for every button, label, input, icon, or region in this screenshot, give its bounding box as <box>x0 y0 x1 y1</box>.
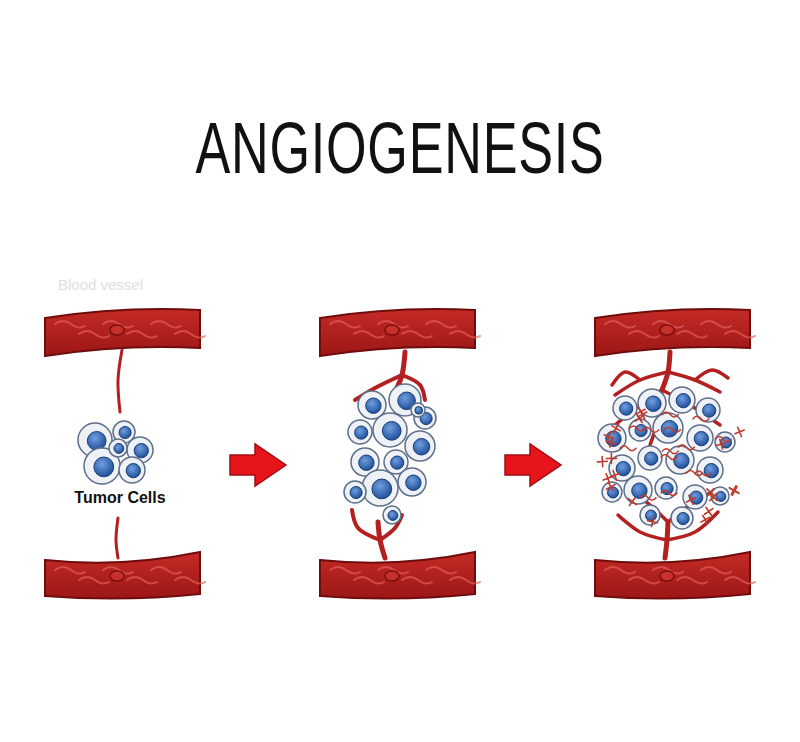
step-arrows <box>230 444 561 486</box>
tumor-cell <box>411 403 425 417</box>
tumor-cell <box>655 477 677 499</box>
tumor-cell <box>683 485 707 509</box>
tumor-cell <box>398 468 426 496</box>
blood-vessel <box>595 552 755 599</box>
cell-label: Tumor Cells <box>74 489 165 507</box>
tumor-cell <box>119 457 145 483</box>
blood-vessels <box>45 309 755 599</box>
tumor-cell <box>687 425 713 451</box>
tumor-cell <box>109 439 127 457</box>
tumor-cell <box>348 420 372 444</box>
tumor-cell <box>613 396 637 420</box>
tumor-cells <box>78 384 735 529</box>
tumor-cell <box>629 419 651 441</box>
tumor-cell <box>383 506 401 524</box>
tumor-cell <box>669 387 695 413</box>
tumor-cell <box>344 481 366 503</box>
blood-vessel <box>45 309 205 356</box>
tumor-cell <box>671 507 693 529</box>
tumor-cell <box>697 457 723 483</box>
blood-vessel <box>45 552 205 599</box>
tumor-cell <box>653 413 683 443</box>
diagram-title: ANGIOGENESIS <box>110 112 690 184</box>
tumor-cell <box>598 424 626 452</box>
tumor-cell <box>638 446 662 470</box>
step-arrow <box>230 444 286 486</box>
tumor-cell <box>602 482 622 502</box>
tumor-cell <box>405 431 435 461</box>
tumor-cell <box>373 413 407 447</box>
capillaries <box>597 407 744 526</box>
tumor-cell <box>624 476 652 504</box>
blood-vessel <box>595 309 755 356</box>
blood-vessel <box>320 552 480 599</box>
vessel-label: Blood vessel <box>58 276 143 293</box>
tumor-cell <box>696 398 720 422</box>
tumor-cell <box>362 470 398 506</box>
vessel-branches <box>116 350 728 558</box>
blood-vessel <box>320 309 480 356</box>
tumor-cell <box>715 432 735 452</box>
step-arrow <box>505 444 561 486</box>
